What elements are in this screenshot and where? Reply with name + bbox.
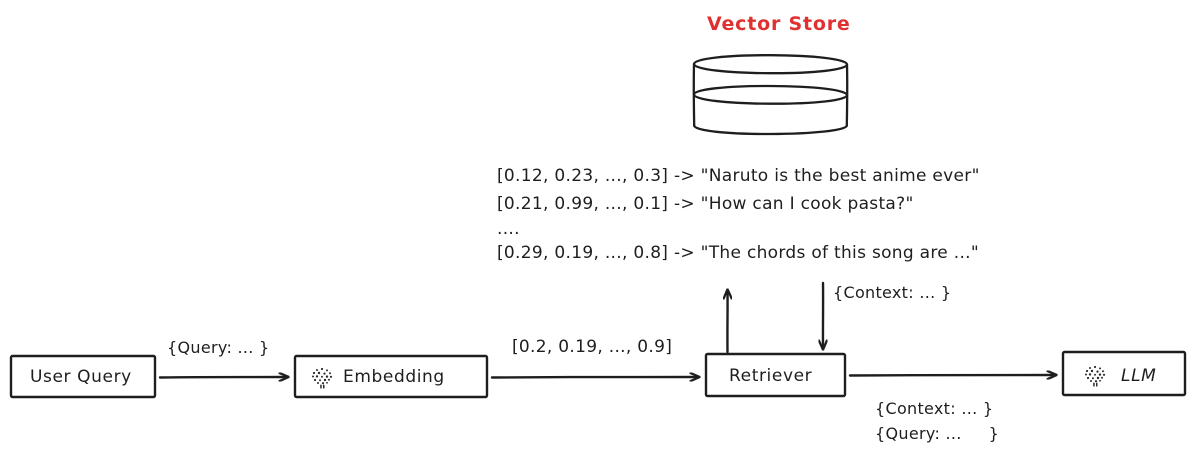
node-box-user-query[interactable] bbox=[9, 354, 157, 399]
vector-store-title: Vector Store bbox=[707, 13, 851, 35]
edge-label-embedding-to-retriever: [0.2, 0.19, ..., 0.9] bbox=[512, 337, 673, 357]
edge-label-query-to-embedding: {Query: ... } bbox=[167, 338, 270, 357]
edge-label-retriever-to-llm-context: {Context: ... } bbox=[875, 399, 994, 418]
edge-label-retriever-to-llm-query: {Query: ... } bbox=[875, 424, 1000, 443]
arrow-embedding-to-retriever bbox=[490, 377, 699, 378]
brain-icon bbox=[1080, 361, 1110, 389]
node-box-embedding[interactable] bbox=[293, 354, 489, 399]
arrow-retriever-to-llm bbox=[848, 375, 1056, 376]
node-label-user-query: User Query bbox=[30, 367, 132, 387]
vector-entry-2: .... bbox=[497, 219, 520, 239]
node-label-llm: LLM bbox=[1121, 366, 1157, 386]
vector-entry-0: [0.12, 0.23, ..., 0.3] -> "Naruto is the… bbox=[497, 166, 980, 186]
vector-entry-3: [0.29, 0.19, ..., 0.8] -> "The chords of… bbox=[497, 243, 979, 263]
vector-entry-1: [0.21, 0.99, ..., 0.1] -> "How can I coo… bbox=[497, 194, 914, 214]
vector-store-cylinder bbox=[692, 54, 849, 136]
brain-icon bbox=[307, 363, 337, 391]
node-box-retriever[interactable] bbox=[704, 352, 847, 398]
edge-label-store-to-retriever: {Context: ... } bbox=[833, 283, 952, 302]
arrow-user-query-to-embedding bbox=[158, 377, 288, 378]
node-label-embedding: Embedding bbox=[343, 367, 445, 387]
node-box-llm[interactable] bbox=[1061, 350, 1187, 397]
node-label-retriever: Retriever bbox=[729, 366, 813, 386]
